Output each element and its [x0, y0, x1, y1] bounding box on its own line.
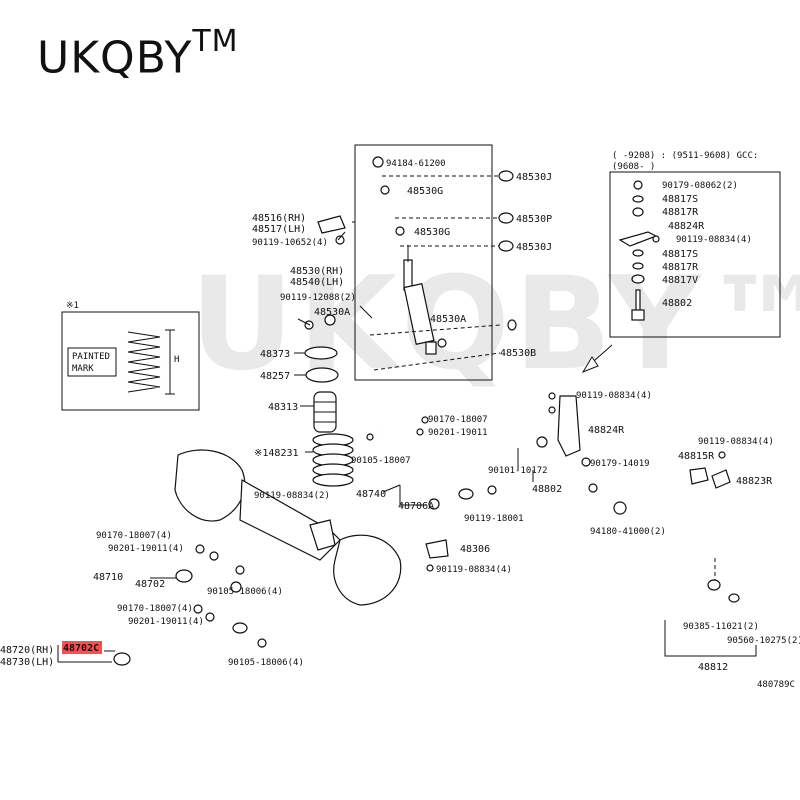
label-48530A-2: 48530A [430, 314, 466, 325]
brand-tm: TM [192, 24, 239, 59]
label-90119-08834-d: 90119-08834(4) [436, 565, 512, 575]
brand-name: UKQBY [37, 32, 193, 84]
label-48373: 48373 [260, 349, 290, 360]
label-48706A: 48706A [398, 501, 434, 512]
label-48517: 48517(LH) [252, 224, 306, 235]
stabilizer-inset-parts [618, 180, 660, 321]
bracket-48824R [517, 392, 591, 470]
label-90201-19011: 90201-19011 [428, 428, 488, 438]
label-stab-48817S-1: 48817S [662, 194, 698, 205]
shock-absorber [372, 156, 447, 355]
part-labels: 94184-61200 48530G 48530J 48530P 48530G … [0, 151, 800, 690]
label-48530P: 48530P [516, 214, 552, 225]
stabilizer-inset-box [609, 171, 781, 338]
label-48530B: 48530B [500, 348, 536, 359]
label-stab-48817R-2: 48817R [662, 262, 699, 273]
label-48540-lh: 48540(LH) [290, 277, 344, 288]
label-48802: 48802 [532, 484, 562, 495]
reference-arrow [581, 344, 613, 374]
label-90119-10652: 90119-10652(4) [252, 238, 328, 248]
label-coil-mark: ※1 [66, 301, 79, 311]
label-48702: 48702 [135, 579, 165, 590]
label-mark: MARK [72, 364, 94, 374]
label-90170-18007-4a: 90170-18007(4) [96, 531, 172, 541]
spring-seat-48373 [304, 346, 338, 360]
label-48516: 48516(RH) [252, 213, 306, 224]
label-stab-48802: 48802 [662, 298, 692, 309]
label-48530J-2: 48530J [516, 242, 552, 253]
label-h: H [174, 355, 179, 365]
label-painted: PAINTED [72, 352, 110, 362]
shock-group-box [354, 144, 493, 381]
highlight-48702C [62, 641, 102, 654]
leader-lines [57, 221, 534, 663]
label-48231: ※148231 [254, 448, 299, 459]
label-90105-18006-b: 90105-18006(4) [228, 658, 304, 668]
label-90119-18001: 90119-18001 [464, 514, 524, 524]
label-90119-12088: 90119-12088(2) [280, 293, 356, 303]
label-stab-90179: 90179-08062(2) [662, 181, 738, 191]
label-90119-08834-c: 90119-08834(2) [254, 491, 330, 501]
label-48812: 48812 [698, 662, 728, 673]
upper-arm-48710 [175, 544, 245, 593]
label-48530-rh: 48530(RH) [290, 266, 344, 277]
watermark: UKQBY™ [190, 250, 800, 399]
rear-axle [174, 449, 402, 606]
label-94184-61200: 94184-61200 [386, 159, 446, 169]
coil-spring-48231 [312, 433, 354, 487]
coil-inset-box [61, 311, 200, 411]
label-stab-48824R: 48824R [668, 221, 705, 232]
label-stab-90119: 90119-08834(4) [676, 235, 752, 245]
label-48740: 48740 [356, 489, 386, 500]
insulator-48257 [305, 367, 339, 383]
label-stab-header2: (9608- ) [612, 162, 655, 172]
label-48530G-1: 48530G [407, 186, 443, 197]
lower-arm-48720 [113, 604, 267, 666]
label-48823R: 48823R [736, 476, 773, 487]
label-90170-18007: 90170-18007 [428, 415, 488, 425]
label-90201-19011-4a: 90201-19011(4) [108, 544, 184, 554]
label-90170-18007-4b: 90170-18007(4) [117, 604, 193, 614]
bump-stop-48313 [313, 391, 337, 433]
label-stab-48817R-1: 48817R [662, 207, 699, 218]
label-48815R: 48815R [678, 451, 715, 462]
label-48730: 48730(LH) [0, 657, 54, 668]
label-90101-10172: 90101-10172 [488, 466, 548, 476]
bracket-48306 [425, 539, 449, 572]
label-48720: 48720(RH) [0, 645, 54, 656]
label-stab-48817S-2: 48817S [662, 249, 698, 260]
label-48530G-2: 48530G [414, 227, 450, 238]
label-90560-10275: 90560-10275(2) [727, 636, 800, 646]
label-90105-18006-a: 90105-18006(4) [207, 587, 283, 597]
label-ref-480789C: 480789C [757, 680, 795, 690]
label-48257: 48257 [260, 371, 290, 382]
label-stab-header1: ( -9208) : (9511-9608) GCC: [612, 151, 758, 161]
label-90119-08834-b: 90119-08834(4) [698, 437, 774, 447]
label-48306: 48306 [460, 544, 490, 555]
label-48702C: 48702C [63, 643, 99, 654]
label-90201-19011-4b: 90201-19011(4) [128, 617, 204, 627]
label-90105-18007: 90105-18007 [351, 456, 411, 466]
label-48530A-1: 48530A [314, 307, 350, 318]
label-90179-14019: 90179-14019 [590, 459, 650, 469]
stabilizer-bar [588, 451, 784, 657]
label-94180-41000: 94180-41000(2) [590, 527, 666, 537]
coil-inset-spring [67, 329, 175, 395]
label-48530J-1: 48530J [516, 172, 552, 183]
label-stab-48817V: 48817V [662, 275, 698, 286]
label-48313: 48313 [268, 402, 298, 413]
brand-logo: UKQBYTM [37, 24, 239, 84]
label-48710: 48710 [93, 572, 123, 583]
label-48824R: 48824R [588, 425, 625, 436]
label-90119-08834-a: 90119-08834(4) [576, 391, 652, 401]
label-90385-11021: 90385-11021(2) [683, 622, 759, 632]
lateral-rod-48740 [366, 416, 497, 510]
